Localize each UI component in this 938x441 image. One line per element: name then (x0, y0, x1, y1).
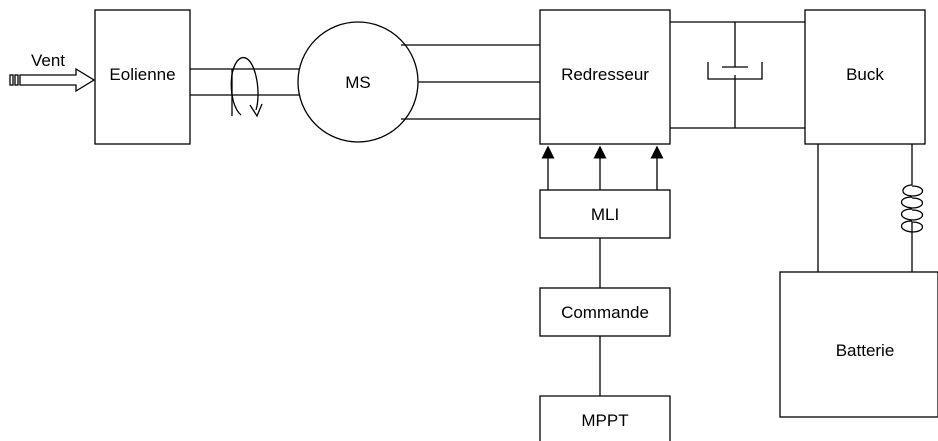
battery-box (779, 271, 938, 418)
turbine-label: Eolienne (109, 65, 175, 84)
buck-box (804, 9, 926, 145)
control-box (539, 287, 671, 337)
dc-link (670, 21, 805, 129)
mppt-label: MPPT (581, 411, 628, 430)
mppt-box (539, 395, 671, 441)
generator-label: MS (345, 73, 371, 92)
turbine-box (94, 9, 191, 145)
wind-input-arrow (9, 67, 96, 93)
inductor-icon (900, 184, 924, 235)
rotation-icon (230, 57, 263, 118)
pwm-box (539, 189, 671, 239)
rectifier-label: Redresseur (561, 65, 649, 84)
wind-label: Vent (31, 51, 65, 70)
pwm-label: MLI (591, 205, 619, 224)
control-label: Commande (561, 303, 649, 322)
buck-label: Buck (846, 65, 884, 84)
battery-wires (817, 144, 913, 272)
capacitor-icon (707, 62, 763, 80)
rectifier-box (539, 9, 671, 145)
drive-shaft (190, 68, 300, 96)
three-phase-lines (401, 44, 540, 120)
control-arrows (541, 145, 664, 190)
battery-label: Batterie (836, 341, 895, 360)
